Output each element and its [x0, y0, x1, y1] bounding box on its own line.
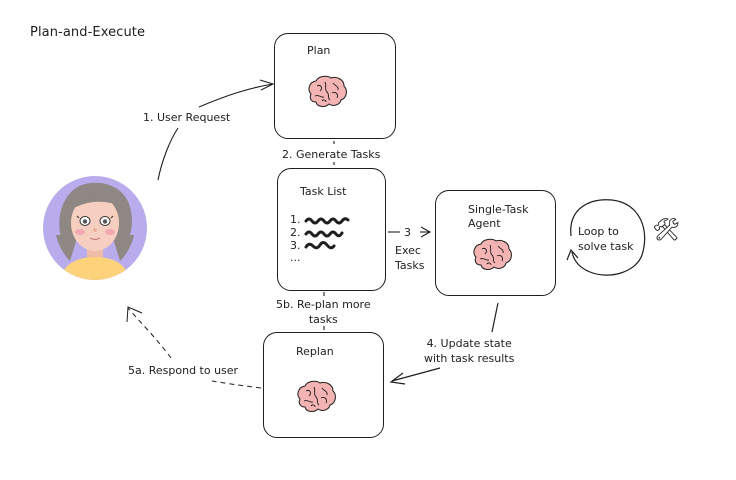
exec-arrowhead: [420, 226, 432, 238]
loop-line1: Loop to: [578, 225, 619, 238]
respond-arrowhead: [126, 306, 143, 323]
exec-tasks-label: Exec Tasks: [395, 243, 424, 273]
respond-dashed-upper: [127, 307, 172, 359]
user-request-label: 1. User Request: [143, 111, 231, 124]
replan-label: Replan: [296, 345, 334, 358]
agent-label-line2: Agent: [468, 217, 501, 230]
task-number: 1.: [290, 213, 301, 226]
loop-arrowhead: [566, 248, 579, 261]
replan-node: Replan: [263, 332, 384, 438]
agent-label: Single-Task Agent: [468, 203, 529, 231]
update-state-line-bottom: [391, 367, 441, 382]
exec-tasks-line1: Exec: [395, 244, 421, 257]
task-item-2: 2.: [290, 226, 301, 239]
single-task-agent-node: Single-Task Agent: [435, 190, 556, 296]
task-item-1: 1.: [290, 213, 301, 226]
task-list-node: Task List 1. 2. 3. ...: [277, 168, 386, 291]
user-request-arrow: [157, 127, 179, 181]
agent-label-line1: Single-Task: [468, 203, 529, 216]
task-item-3: 3.: [290, 239, 301, 252]
replan-more-label: 5b. Re-plan more tasks: [276, 297, 371, 327]
plan-label: Plan: [307, 44, 331, 57]
loop-label: Loop to solve task: [578, 224, 633, 254]
exec-tasks-line2: Tasks: [395, 259, 425, 272]
update-state-arrowhead: [389, 372, 406, 385]
task-ellipsis: ...: [290, 251, 301, 264]
brain-icon: [473, 238, 512, 270]
plan-node: Plan: [274, 33, 396, 139]
arrowhead: [259, 79, 275, 91]
task-number: 2.: [290, 226, 301, 239]
task-number: 3.: [290, 239, 301, 252]
task-list-label: Task List: [300, 185, 347, 198]
user-avatar: [43, 176, 147, 280]
hammer-wrench-icon: 🛠: [652, 218, 680, 243]
exec-step-label: 3: [404, 226, 411, 239]
user-request-arrow-upper: [198, 83, 274, 108]
scribble-lines: [304, 217, 350, 250]
loop-line2: solve task: [578, 240, 634, 253]
generate-tasks-label: 2. Generate Tasks: [282, 148, 381, 161]
task-item-more: ...: [290, 251, 301, 264]
update-state-label: 4. Update state with task results: [424, 336, 514, 366]
update-line1: 4. Update state: [426, 337, 512, 350]
diagram-title: Plan-and-Execute: [30, 25, 146, 40]
replan-line2: tasks: [308, 313, 338, 326]
brain-icon: [297, 380, 336, 412]
update-state-line-top: [491, 302, 499, 333]
replan-line1: 5b. Re-plan more: [276, 298, 371, 311]
brain-icon: [308, 75, 347, 107]
respond-dashed-lower: [211, 380, 262, 389]
respond-label: 5a. Respond to user: [128, 364, 239, 377]
update-line2: with task results: [424, 352, 515, 365]
